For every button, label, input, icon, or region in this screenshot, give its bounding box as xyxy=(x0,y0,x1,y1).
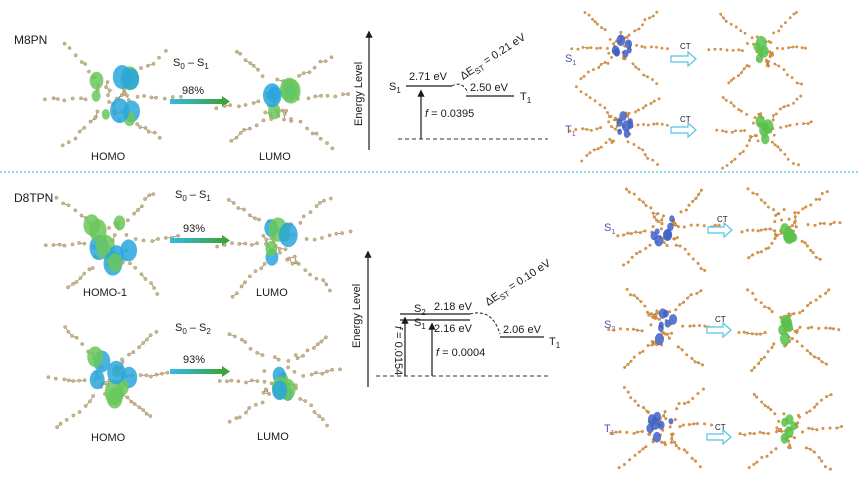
d8tpn-dest: ΔEST = 0.10 eV xyxy=(483,257,554,310)
m8pn-homo-label: HOMO xyxy=(91,151,126,163)
m8pn-t1-value: 2.50 eV xyxy=(470,82,509,94)
m8pn-lumo-label: LUMO xyxy=(259,151,291,163)
d8tpn-t1-ct-label: CT xyxy=(715,423,726,432)
d8tpn-transition2-label: S0 – S2 xyxy=(175,322,211,336)
d8tpn-t1-hole-molecule xyxy=(609,385,714,470)
d8tpn-density-t1: T1 CT xyxy=(604,385,844,471)
d8tpn-lumo2-label: LUMO xyxy=(257,431,289,443)
d8tpn-title: D8TPN xyxy=(14,191,53,205)
d8tpn-transition1-label: S0 – S1 xyxy=(175,189,211,203)
m8pn-t1-ct-arrow xyxy=(670,121,697,139)
m8pn-s1-hole-molecule xyxy=(570,10,669,86)
d8tpn-s2-value: 2.18 eV xyxy=(434,301,473,313)
m8pn-t1-hole-molecule xyxy=(568,85,669,166)
m8pn-t1-label: T1 xyxy=(520,91,532,105)
d8tpn-homo1-molecule xyxy=(43,192,180,296)
d8tpn-lumo1-molecule xyxy=(215,196,353,299)
m8pn-transition-percent: 98% xyxy=(182,85,204,97)
d8tpn-s2-hole-molecule xyxy=(607,287,714,369)
d8tpn-density-s1: S1 CT xyxy=(604,187,842,272)
m8pn-energy-axis-label: Energy Level xyxy=(353,62,365,126)
m8pn-isc-connector xyxy=(451,83,469,94)
d8tpn-homo1-label: HOMO-1 xyxy=(83,287,127,299)
d8tpn-density-t1-label: T1 xyxy=(604,423,615,437)
m8pn-transition-arrow xyxy=(170,96,230,107)
m8pn-osc-strength: f = 0.0395 xyxy=(425,108,474,120)
d8tpn-s1-label: S1 xyxy=(414,317,426,331)
d8tpn-isc-connector xyxy=(469,312,501,335)
d8tpn-transition1-percent: 93% xyxy=(183,223,205,235)
d8tpn-t1-electron-molecule xyxy=(738,392,844,471)
m8pn-lumo-molecule xyxy=(214,50,350,151)
m8pn-s1-electron-molecule xyxy=(707,11,807,86)
d8tpn-lumo1-label: LUMO xyxy=(256,287,288,299)
d8tpn-s1-ct-label: CT xyxy=(717,215,728,224)
d8tpn-homo-molecule xyxy=(46,325,170,430)
m8pn-homo-molecule xyxy=(43,41,183,148)
d8tpn-t1-value: 2.06 eV xyxy=(503,324,542,336)
m8pn-s1-ct-label: CT xyxy=(680,42,691,51)
m8pn-dest: ΔEST = 0.21 eV xyxy=(458,31,529,84)
d8tpn-density-s2: S2 CT xyxy=(604,287,841,373)
d8tpn-energy-diagram: Energy Level S2 S1 2.18 eV 2.16 eV 2.06 … xyxy=(351,250,561,387)
d8tpn-s1-value: 2.16 eV xyxy=(434,323,473,335)
d8tpn-transition2-percent: 93% xyxy=(183,354,205,366)
m8pn-s1-value: 2.71 eV xyxy=(409,71,448,83)
d8tpn-s2-label: S2 xyxy=(414,303,426,317)
d8tpn-lumo2-molecule xyxy=(218,332,342,428)
d8tpn-t1-ct-arrow xyxy=(706,428,732,446)
m8pn-title: M8PN xyxy=(14,33,47,47)
m8pn-energy-diagram: Energy Level S1 2.71 eV 2.50 eV T1 f = 0… xyxy=(353,30,548,150)
d8tpn-osc-strength-s1: f = 0.0004 xyxy=(436,347,485,359)
d8tpn-transition1-arrow xyxy=(170,235,230,246)
d8tpn-s1-ct-arrow xyxy=(707,221,733,239)
d8tpn-density-s1-label: S1 xyxy=(604,222,615,236)
d8tpn-s1-hole-molecule xyxy=(616,187,721,272)
d8tpn-osc-strength-s2: f = 0.0154 xyxy=(392,326,404,375)
m8pn-density-t1-label: T1 xyxy=(565,124,576,138)
d8tpn-t1-label: T1 xyxy=(549,336,561,350)
m8pn-density-s1: S1 CT xyxy=(565,10,807,86)
d8tpn-s2-electron-molecule xyxy=(737,288,841,373)
d8tpn-s1-electron-molecule xyxy=(740,187,842,261)
d8tpn-energy-axis-label: Energy Level xyxy=(351,284,363,348)
d8tpn-transition2-arrow xyxy=(170,366,230,377)
m8pn-density-t1: T1 CT xyxy=(565,85,813,170)
m8pn-density-s1-label: S1 xyxy=(565,53,576,67)
m8pn-transition-label: S0 – S1 xyxy=(173,57,209,71)
d8tpn-s2-ct-label: CT xyxy=(715,315,726,324)
m8pn-s1-label: S1 xyxy=(389,81,401,95)
d8tpn-s2-ct-arrow xyxy=(706,321,732,339)
d8tpn-homo-label: HOMO xyxy=(91,432,126,444)
m8pn-t1-ct-label: CT xyxy=(680,115,691,124)
m8pn-s1-ct-arrow xyxy=(670,50,697,68)
m8pn-t1-electron-molecule xyxy=(715,94,813,170)
